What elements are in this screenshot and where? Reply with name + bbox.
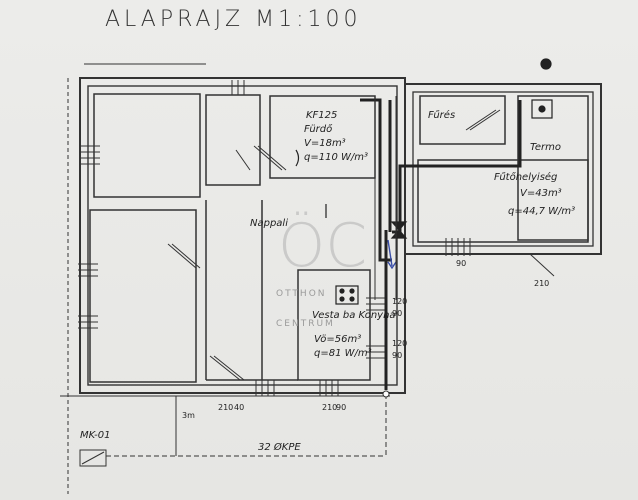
hatching bbox=[167, 109, 555, 381]
dim-d3: 120 bbox=[392, 339, 407, 348]
dim-d5: 210 bbox=[218, 403, 233, 412]
bath-code: KF125 bbox=[306, 110, 337, 121]
dim-d10: 210 bbox=[534, 279, 549, 288]
watermark-line1: OTTHON bbox=[276, 289, 327, 299]
watermark-line2: CENTRUM bbox=[276, 319, 335, 329]
dimension-lines bbox=[60, 63, 390, 494]
meter-label: MK-01 bbox=[80, 430, 111, 441]
dim-d11: 3m bbox=[182, 411, 195, 420]
pipe-label: 32 ØKPE bbox=[258, 441, 301, 453]
watermark-logo: ÖC bbox=[278, 211, 367, 281]
bath-name: Fürdő bbox=[304, 123, 333, 135]
bath-volume: V=18m³ bbox=[304, 138, 346, 149]
dim-d7: 210 bbox=[322, 403, 337, 412]
boiler-room-name: Fűrés bbox=[428, 109, 455, 121]
termo-name: Termo bbox=[530, 142, 561, 153]
dim-d1: 120 bbox=[392, 297, 407, 306]
fixtures bbox=[295, 58, 553, 305]
annex-lines bbox=[374, 96, 397, 300]
kitchen-name: Vesta ba Konyha bbox=[312, 310, 396, 321]
dim-d9: 90 bbox=[456, 259, 466, 268]
outer-walls bbox=[79, 77, 602, 394]
kitchen-volume: Vö=56m³ bbox=[314, 334, 361, 345]
plan-title: ALAPRAJZ M1:100 bbox=[105, 7, 362, 32]
windows bbox=[78, 80, 471, 396]
dim-d4: 90 bbox=[392, 351, 402, 360]
flow-arrow bbox=[387, 239, 397, 270]
dim-d8: 90 bbox=[336, 403, 346, 412]
utility-name: Fűtőhelyiség bbox=[494, 171, 557, 183]
kitchen-q: q=81 W/m³ bbox=[314, 348, 372, 359]
dim-d2: 90 bbox=[392, 309, 402, 318]
utility-volume: V=43m³ bbox=[520, 188, 562, 199]
bath-q: q=110 W/m³ bbox=[304, 152, 368, 163]
utility-q: q=44,7 W/m³ bbox=[508, 206, 575, 217]
living-name: Nappali bbox=[250, 218, 288, 229]
dim-d6: 40 bbox=[234, 403, 244, 412]
